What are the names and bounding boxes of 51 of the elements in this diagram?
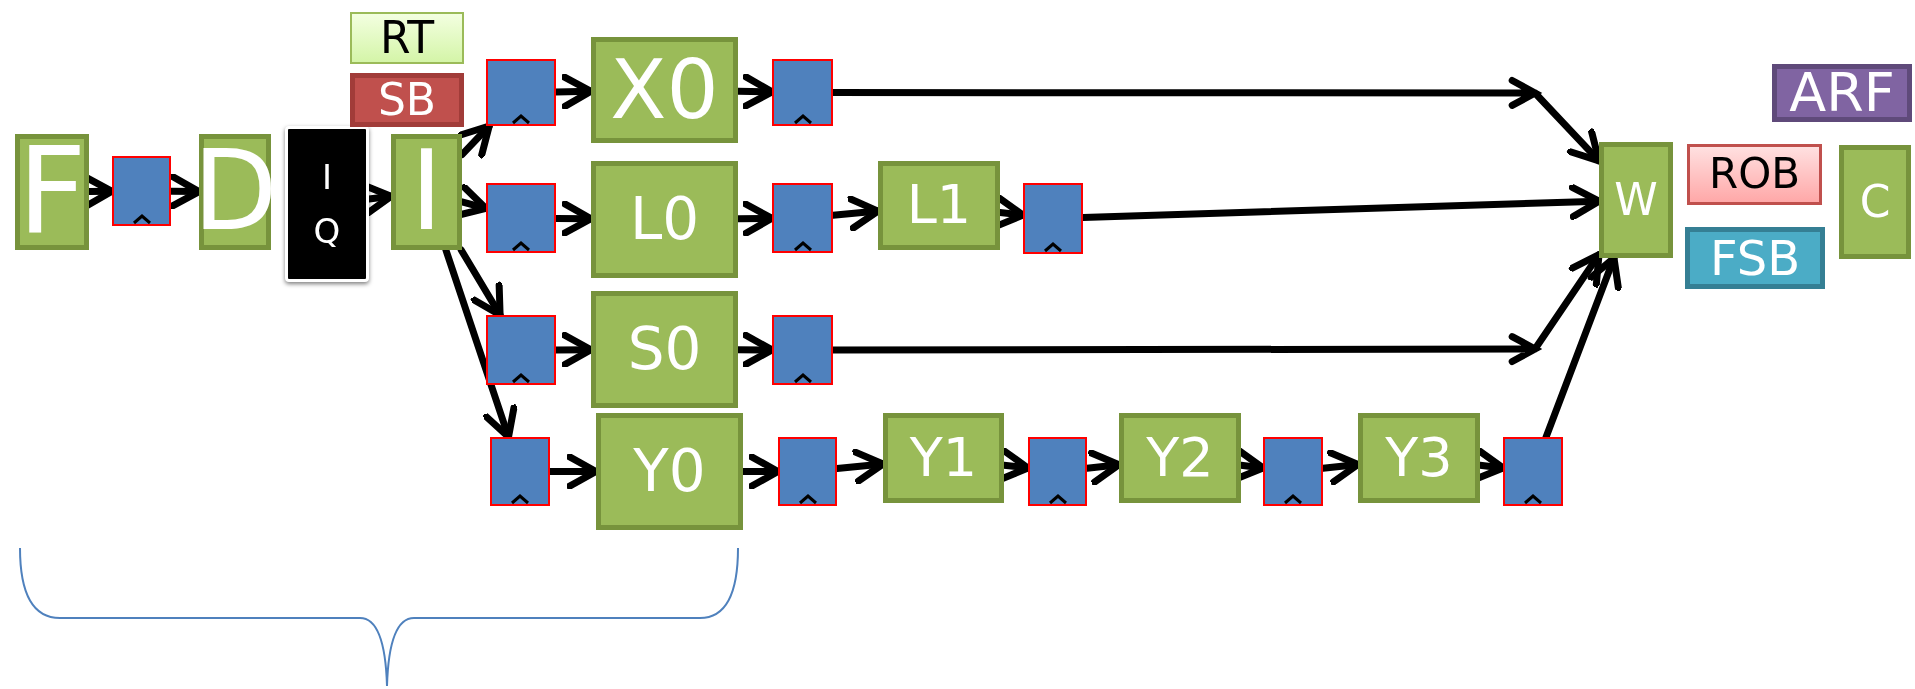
stage-label: C — [1859, 178, 1891, 226]
arrow — [457, 122, 493, 159]
stage-label: D — [192, 134, 278, 250]
stage-label: I — [410, 134, 443, 250]
stage-box — [199, 134, 271, 250]
register-box — [486, 59, 556, 126]
stage-box — [1119, 413, 1241, 503]
table-box — [350, 12, 464, 64]
stage-box — [1839, 145, 1911, 259]
buffer-box — [350, 73, 464, 127]
stage-label: S0 — [627, 319, 702, 380]
register-box — [1503, 437, 1563, 506]
register-box — [772, 183, 833, 253]
buffer-box — [1685, 227, 1825, 289]
register-box — [486, 183, 556, 253]
stage-box — [591, 291, 738, 408]
stage-label: ROB — [1708, 152, 1801, 197]
stage-label: Y2 — [1146, 429, 1214, 487]
register-box — [1028, 437, 1087, 506]
stage-box — [391, 134, 462, 250]
stage-label: L1 — [906, 177, 972, 234]
register-box — [778, 437, 837, 506]
stage-box — [1358, 413, 1480, 503]
stage-label: W — [1614, 176, 1658, 224]
stage-box — [1599, 142, 1673, 258]
stage-label: Y3 — [1385, 429, 1453, 487]
stage-label: X0 — [610, 46, 719, 134]
register-box — [486, 315, 556, 385]
stage-label: Y0 — [633, 441, 706, 502]
register-box — [112, 156, 171, 226]
stage-box — [883, 413, 1004, 503]
register-box — [490, 437, 550, 506]
buffer-box — [1687, 144, 1822, 205]
stage-label: F — [17, 129, 87, 255]
register-box — [1023, 183, 1083, 254]
register-box — [772, 59, 833, 126]
stage-box — [596, 413, 743, 530]
stage-box — [591, 37, 738, 143]
stage-label: ARF — [1789, 64, 1895, 122]
stage-box — [878, 161, 1000, 250]
stage-label: FSB — [1709, 232, 1801, 284]
stage-label: I Q — [312, 155, 342, 253]
stage-label: RT — [379, 14, 435, 62]
queue-box — [285, 126, 369, 282]
register-box — [772, 315, 833, 385]
stage-box — [591, 161, 738, 278]
stage-label: L0 — [629, 189, 700, 250]
stage-label: SB — [377, 76, 437, 124]
register-file-box — [1772, 64, 1912, 122]
stage-label: Y1 — [909, 429, 978, 487]
register-box — [1263, 437, 1323, 506]
